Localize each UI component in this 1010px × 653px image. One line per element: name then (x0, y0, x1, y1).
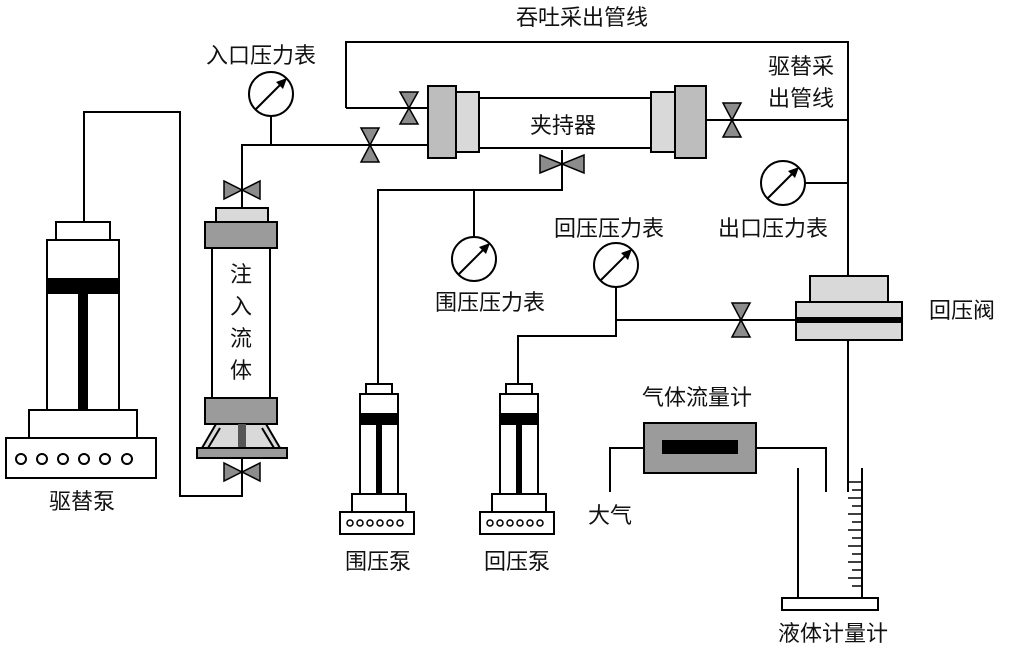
outlet-gauge-label: 出口压力表 (718, 217, 828, 242)
injection-fluid-label-2: 入 (230, 295, 252, 320)
tuntu-line-label: 吞吐采出管线 (516, 6, 648, 31)
back-pressure-line (517, 319, 796, 384)
drive-pump-rod (78, 294, 88, 410)
vessel-top-valve (223, 179, 261, 201)
drive-pump-piston (47, 278, 119, 294)
confining-pump (339, 383, 415, 535)
gas-meter-outlet-line (609, 447, 644, 492)
back-valve-label: 回压阀 (929, 299, 995, 324)
injection-fluid-label-4: 体 (230, 359, 252, 384)
gas-meter-label: 气体流量计 (642, 386, 752, 411)
graduation-marks (848, 481, 862, 587)
back-pressure-gauge (593, 242, 639, 288)
back-pressure-valve (795, 275, 903, 341)
outlet-pressure-gauge (760, 160, 806, 206)
confining-pressure-gauge (451, 236, 497, 282)
confining-pressure-line (377, 150, 563, 384)
injection-fluid-label-3: 流 (230, 327, 252, 352)
inlet-line (241, 144, 428, 208)
tuntu-line-valve (398, 91, 420, 125)
labels: 吞吐采出管线 入口压力表 驱替采 出管线 夹持器 出口压力表 回压压力表 围压压… (49, 6, 995, 647)
back-pressure-line-valve (730, 302, 752, 338)
confining-holder-valve (539, 153, 585, 175)
drive-pump-buttons (15, 453, 133, 465)
injection-vessel (196, 207, 288, 459)
back-pump-label: 回压泵 (484, 550, 550, 575)
vessel-bottom-valve (223, 461, 261, 483)
inlet-gauge-label: 入口压力表 (206, 44, 316, 69)
displacement-line-valve (721, 102, 743, 138)
liquid-meter-label: 液体计量计 (778, 622, 888, 647)
confining-gauge-label: 围压压力表 (435, 291, 545, 316)
drive-pump-label: 驱替泵 (49, 490, 115, 515)
valves (223, 91, 752, 483)
drive-pump-line (83, 111, 243, 497)
displacement-line-label-1: 驱替采 (768, 55, 834, 80)
back-pressure-pump (479, 383, 555, 535)
confining-pump-label: 围压泵 (345, 550, 411, 575)
inlet-pressure-gauge (248, 71, 294, 117)
gas-flow-meter (643, 422, 757, 474)
injection-fluid-label-1: 注 (230, 263, 252, 288)
back-gauge-label: 回压压力表 (554, 217, 664, 242)
drive-pump (5, 221, 157, 479)
gas-meter-inlet-line (756, 447, 827, 492)
displacement-line-label-2: 出管线 (768, 87, 834, 112)
holder-label: 夹持器 (530, 114, 596, 139)
inlet-line-valve (359, 127, 381, 163)
liquid-meter (781, 468, 879, 611)
core-holder (427, 85, 707, 159)
atmosphere-label: 大气 (588, 504, 632, 529)
pipelines (83, 41, 849, 497)
tuntu-production-line (345, 41, 849, 276)
